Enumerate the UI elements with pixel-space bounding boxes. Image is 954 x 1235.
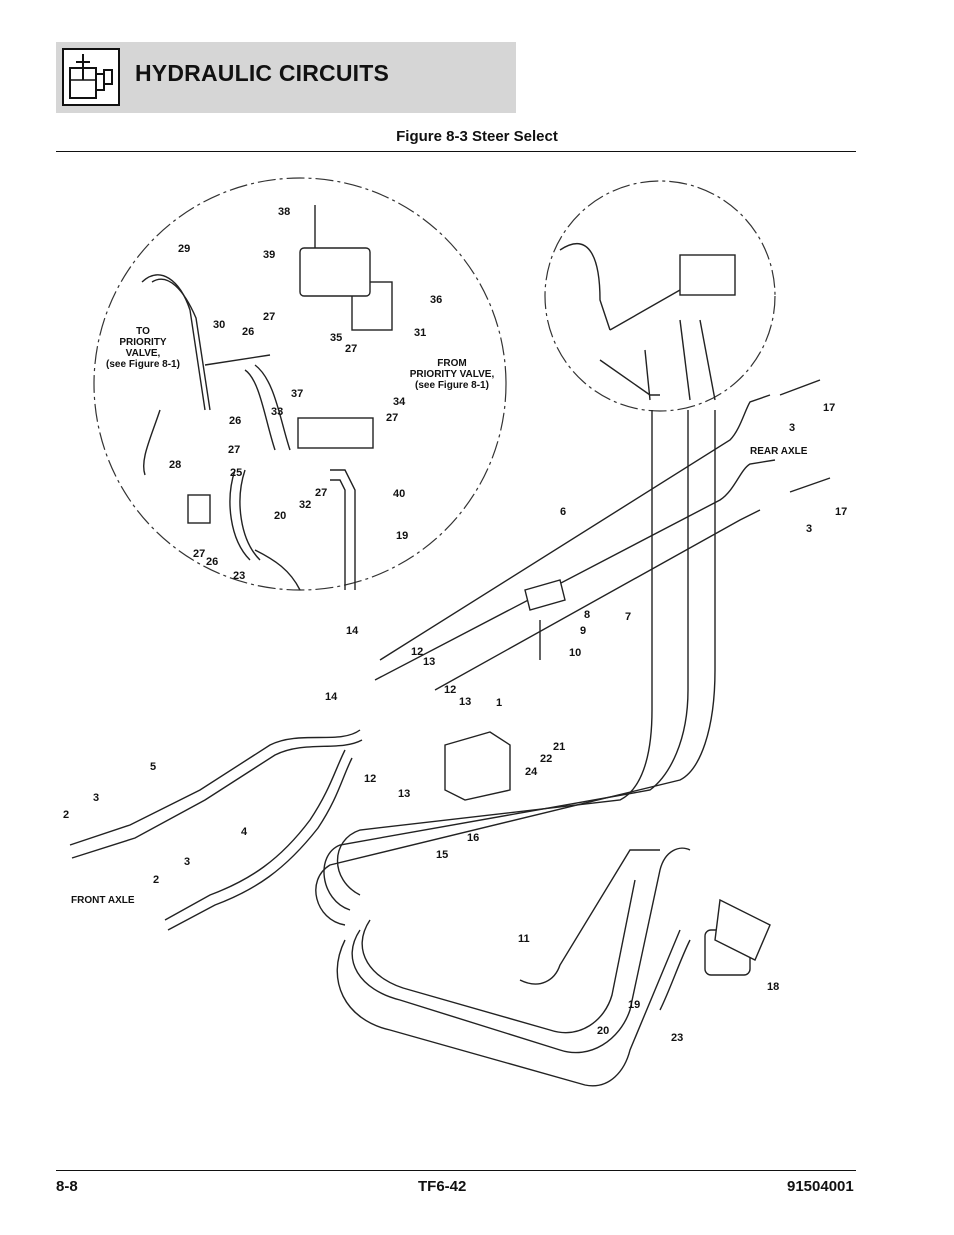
figure-title: Figure 8-3 Steer Select	[396, 128, 558, 145]
callout-label: 12	[411, 646, 423, 658]
callout-label: 24	[525, 766, 538, 778]
callout-label: 12	[364, 773, 376, 785]
callout-label: 3	[184, 856, 190, 868]
callout-label: 19	[396, 530, 408, 542]
callout-label: 15	[436, 849, 448, 861]
callout-label: 29	[178, 243, 190, 255]
callout-label: 14	[346, 625, 359, 637]
callout-label: 13	[423, 656, 435, 668]
callout-label: 37	[291, 388, 303, 400]
header-band	[56, 42, 516, 113]
callout-label: 3	[806, 523, 812, 535]
to-priority-note: TO PRIORITY VALVE, (see Figure 8-1)	[106, 326, 180, 370]
top-rule	[56, 151, 856, 152]
callout-label: 34	[393, 396, 406, 408]
callout-label: 28	[169, 459, 181, 471]
from-priority-note: FROM PRIORITY VALVE, (see Figure 8-1)	[410, 358, 495, 391]
callout-label: 35	[330, 332, 342, 344]
callout-label: 4	[241, 826, 248, 838]
callout-label: 13	[398, 788, 410, 800]
callout-label: 17	[823, 402, 835, 414]
callout-label: 40	[393, 488, 405, 500]
note-line: (see Figure 8-1)	[415, 380, 489, 391]
callout-label: 3	[789, 422, 795, 434]
callout-label: 23	[233, 570, 245, 582]
note-line: TO	[136, 326, 150, 337]
manual-part-number: 91504001	[787, 1178, 854, 1195]
callout-label: 13	[459, 696, 471, 708]
callout-label: 26	[206, 556, 218, 568]
callout-label: 25	[230, 467, 242, 479]
callout-label: 11	[518, 933, 530, 945]
front-axle-label: FRONT AXLE	[71, 895, 135, 906]
callout-label: 27	[193, 548, 205, 560]
callout-label: 32	[299, 499, 311, 511]
hoses-and-tubes	[69, 205, 831, 1087]
callout-label: 8	[584, 609, 590, 621]
section-title: HYDRAULIC CIRCUITS	[135, 60, 390, 86]
callout-label: 2	[153, 874, 159, 886]
callout-label: 22	[540, 753, 552, 765]
callout-label: 12	[444, 684, 456, 696]
note-line: (see Figure 8-1)	[106, 359, 180, 370]
callout-label: 23	[671, 1032, 683, 1044]
bottom-rule	[56, 1170, 856, 1171]
hydraulic-circuit-icon	[62, 48, 120, 106]
callout-label: 38	[278, 206, 290, 218]
callout-label: 26	[242, 326, 254, 338]
note-line: PRIORITY VALVE,	[410, 369, 495, 380]
callout-label: 27	[345, 343, 357, 355]
callout-label: 5	[150, 761, 156, 773]
detail-circle-right	[544, 180, 776, 412]
callout-label: 9	[580, 625, 586, 637]
model-number: TF6-42	[418, 1178, 467, 1195]
callout-label: 10	[569, 647, 581, 659]
callout-label: 36	[430, 294, 442, 306]
note-line: FROM	[437, 358, 466, 369]
callout-label: 17	[835, 506, 847, 518]
callout-label: 30	[213, 319, 225, 331]
callout-label: 14	[325, 691, 338, 703]
callout-label: 6	[560, 506, 566, 518]
callout-label: 31	[414, 327, 426, 339]
callout-label: 27	[386, 412, 398, 424]
callout-label: 16	[467, 832, 479, 844]
callout-label: 26	[229, 415, 241, 427]
callout-label: 18	[767, 981, 779, 993]
callout-label: 2	[63, 809, 69, 821]
callout-label: 3	[93, 792, 99, 804]
callout-label: 21	[553, 741, 565, 753]
callout-label: 27	[228, 444, 240, 456]
page-number: 8-8	[56, 1178, 78, 1195]
note-line: VALVE,	[126, 348, 161, 359]
callout-label: 39	[263, 249, 275, 261]
callout-label: 7	[625, 611, 631, 623]
note-line: PRIORITY	[119, 337, 167, 348]
callout-label: 33	[271, 406, 283, 418]
rear-axle-label: REAR AXLE	[750, 446, 808, 457]
callout-label: 27	[263, 311, 275, 323]
callout-label: 27	[315, 487, 327, 499]
callout-label: 20	[274, 510, 286, 522]
callout-label: 20	[597, 1025, 609, 1037]
callout-labels: 38 39 29 36 27 26 30 31 35 27 37 34 33 2…	[63, 206, 847, 1044]
callout-label: 19	[628, 999, 640, 1011]
callout-label: 1	[496, 697, 502, 709]
